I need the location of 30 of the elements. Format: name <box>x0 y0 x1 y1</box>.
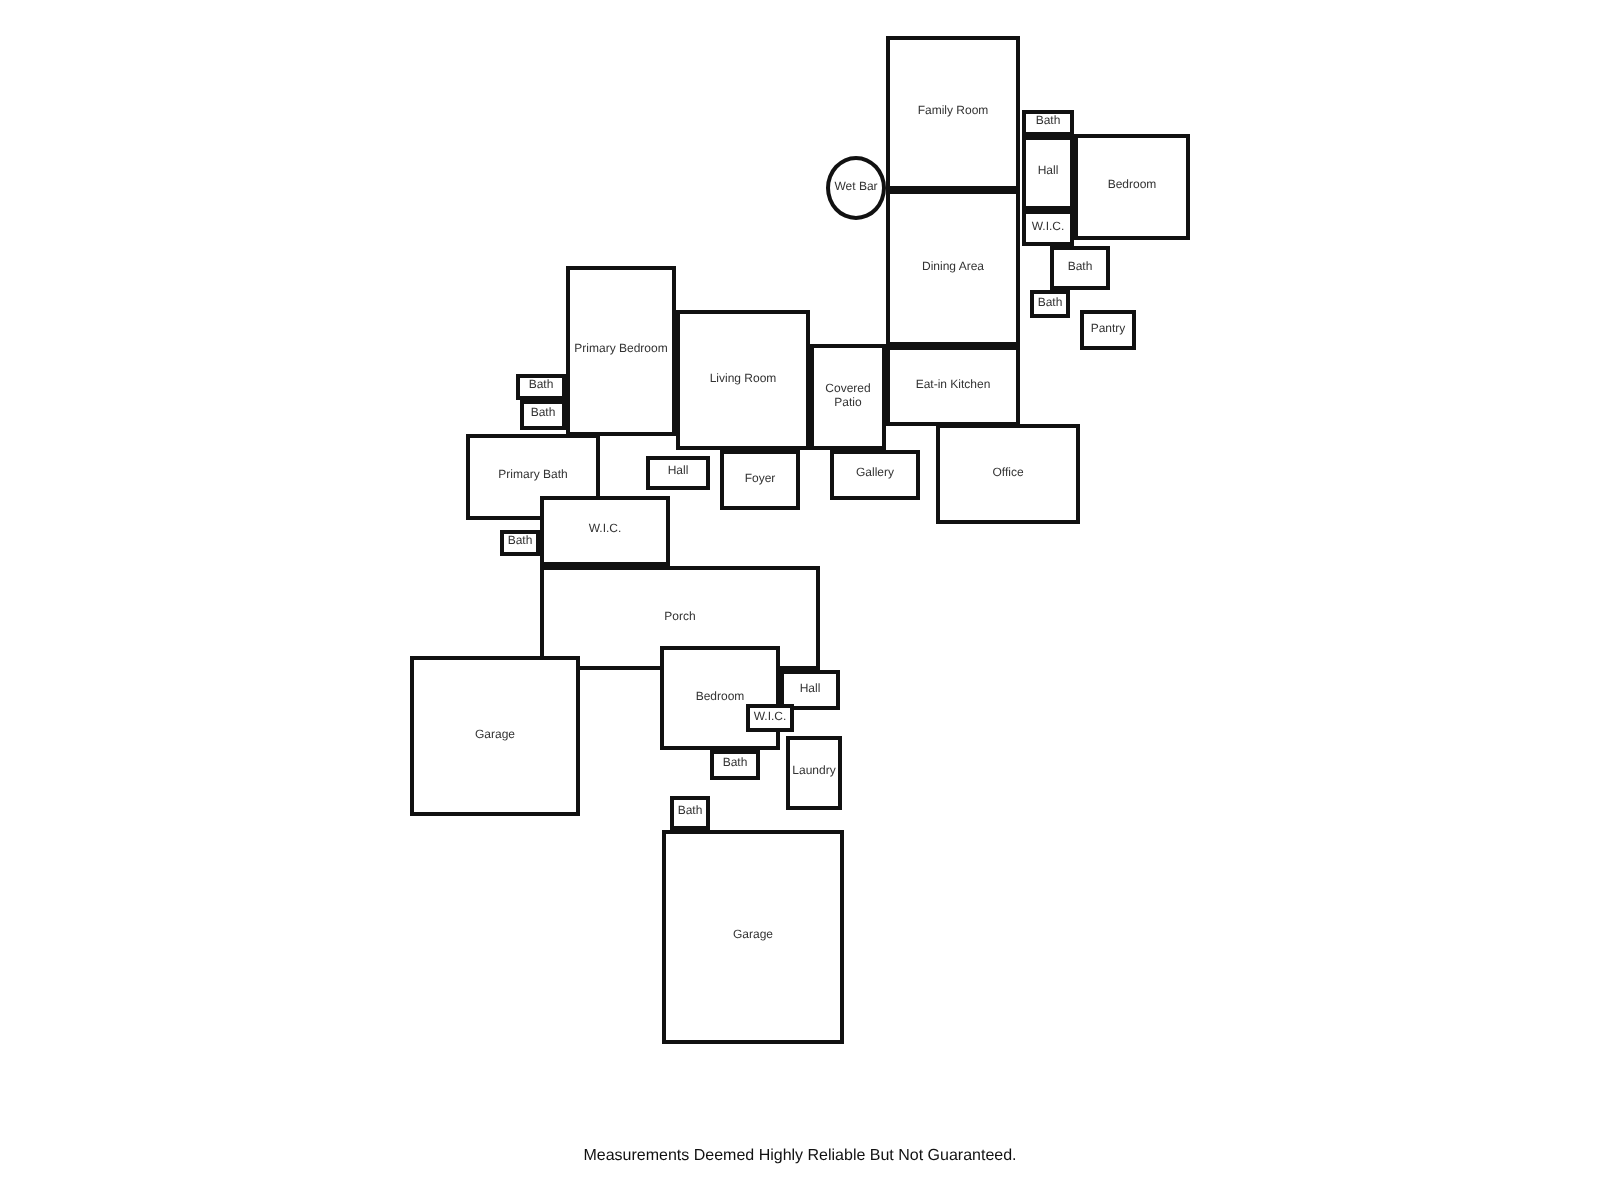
room <box>566 266 676 436</box>
room <box>410 656 580 816</box>
room <box>676 310 810 450</box>
room <box>540 496 670 566</box>
room <box>516 374 566 400</box>
room <box>830 450 920 500</box>
room <box>810 344 886 450</box>
room <box>720 450 800 510</box>
room <box>1022 210 1074 246</box>
room <box>646 456 710 490</box>
room <box>1030 290 1070 318</box>
room <box>500 530 540 556</box>
room <box>826 156 886 220</box>
room <box>886 36 1020 190</box>
room <box>1080 310 1136 350</box>
room <box>1022 136 1074 210</box>
room <box>786 736 842 810</box>
room <box>710 750 760 780</box>
room <box>780 670 840 710</box>
room <box>936 424 1080 524</box>
room <box>662 830 844 1044</box>
room <box>1022 110 1074 136</box>
room <box>886 190 1020 346</box>
room <box>1050 246 1110 290</box>
room <box>886 346 1020 426</box>
room <box>746 704 794 732</box>
room <box>520 400 566 430</box>
room <box>670 796 710 830</box>
room <box>1074 134 1190 240</box>
caption: Measurements Deemed Highly Reliable But Not Guaranteed. <box>581 1146 1019 1164</box>
